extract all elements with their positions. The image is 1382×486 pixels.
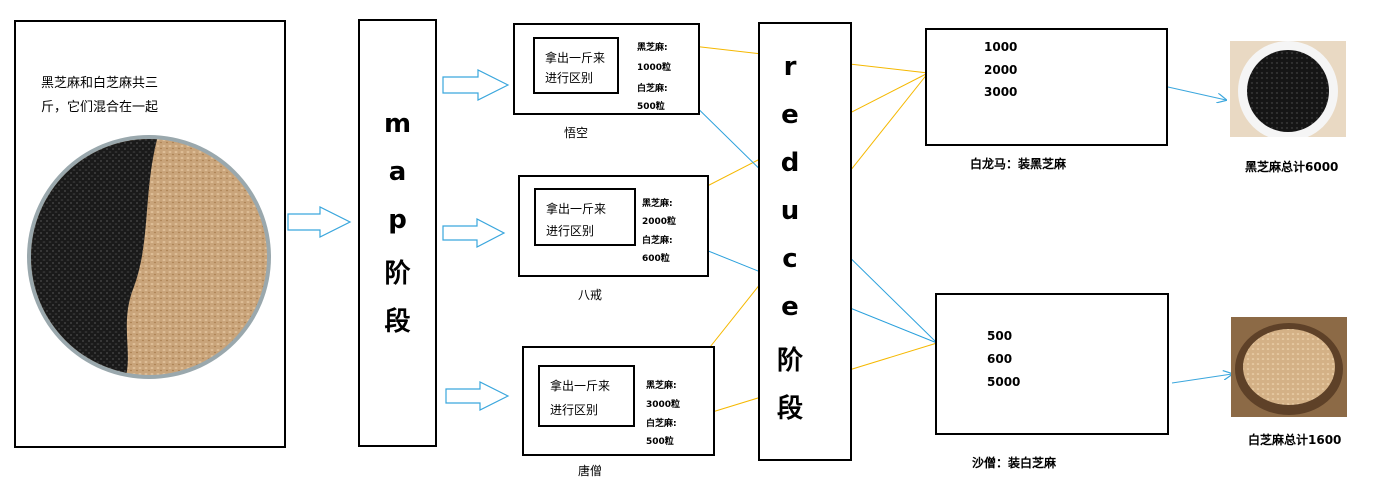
black-sesame-label: 黑芝麻: xyxy=(646,381,677,391)
mapper-box: 拿出一斤来 进行区别 黑芝麻: 2000粒 白芝麻: 600粒 xyxy=(518,175,709,277)
mapper-worker-name: 八戒 xyxy=(578,288,603,302)
mapper-box: 拿出一斤来 进行区别 黑芝麻: 3000粒 白芝麻: 500粒 xyxy=(522,346,715,456)
reduce-stage-char: r xyxy=(783,52,797,82)
white-sesame-count: 500粒 xyxy=(646,437,674,447)
reducer-value: 1000 xyxy=(984,40,1018,54)
result-arrow xyxy=(1171,374,1232,384)
white-sesame-label: 白芝麻: xyxy=(642,236,673,246)
mapper-task-line1: 拿出一斤来 xyxy=(546,202,607,216)
reducer-value: 2000 xyxy=(984,63,1018,77)
mixed-sesame-bowl-image xyxy=(27,135,271,379)
map-stage-char: m xyxy=(383,109,412,139)
reducer-value: 3000 xyxy=(984,85,1018,99)
black-sesame-count: 1000粒 xyxy=(637,63,672,73)
map-stage-char: 阶 xyxy=(384,259,411,289)
result-arrow xyxy=(1167,86,1226,100)
white-sesame-count: 600粒 xyxy=(642,254,670,264)
block-arrow xyxy=(287,206,352,238)
mapper-task-line1: 拿出一斤来 xyxy=(550,379,611,393)
map-stage-char: 段 xyxy=(384,307,411,337)
reduce-stage-column: r e d u c e 阶 段 xyxy=(758,22,852,461)
mapper-task-box: 拿出一斤来 进行区别 xyxy=(533,37,619,94)
block-arrow xyxy=(445,381,510,411)
reduce-stage-char: d xyxy=(780,148,800,178)
black-sesame-bowl-image xyxy=(1230,41,1346,137)
mapper-worker-name: 悟空 xyxy=(564,126,589,140)
reduce-stage-char: 阶 xyxy=(776,346,803,376)
input-caption-line1: 黑芝麻和白芝麻共三 xyxy=(41,76,159,91)
mapper-task-line2: 进行区别 xyxy=(546,224,595,238)
mapper-task-line2: 进行区别 xyxy=(545,71,594,85)
mapper-worker-name: 唐僧 xyxy=(578,464,603,478)
reducer-value: 5000 xyxy=(987,375,1021,389)
mapper-task-box: 拿出一斤来 进行区别 xyxy=(538,365,635,427)
reduce-stage-char: 段 xyxy=(776,394,803,424)
reducer-caption: 沙僧：装白芝麻 xyxy=(972,456,1057,470)
mapper-task-box: 拿出一斤来 进行区别 xyxy=(534,188,636,246)
reduce-stage-char: u xyxy=(780,196,800,226)
reduce-stage-char: c xyxy=(782,244,798,274)
white-sesame-count: 500粒 xyxy=(637,102,665,112)
black-sesame-count: 3000粒 xyxy=(646,400,681,410)
reducer-caption: 白龙马：装黑芝麻 xyxy=(970,157,1067,171)
white-sesame-label: 白芝麻: xyxy=(637,84,668,94)
map-stage-char: a xyxy=(388,157,407,187)
reduce-stage-char: e xyxy=(781,100,799,130)
mapper-box: 拿出一斤来 进行区别 黑芝麻: 1000粒 白芝麻: 500粒 xyxy=(513,23,700,115)
black-sesame-label: 黑芝麻: xyxy=(637,43,668,53)
mapper-task-line2: 进行区别 xyxy=(550,403,599,417)
reducer-value: 500 xyxy=(987,329,1013,343)
reducer-box: 1000 2000 3000 xyxy=(925,28,1168,146)
map-stage-char: p xyxy=(388,205,407,235)
block-arrow xyxy=(442,218,506,248)
white-sesame-bowl-image xyxy=(1231,317,1347,417)
input-caption-line2: 斤，它们混合在一起 xyxy=(41,100,159,115)
reducer-value: 600 xyxy=(987,352,1013,366)
reduce-stage-char: e xyxy=(781,292,799,322)
black-sesame-count: 2000粒 xyxy=(642,217,677,227)
map-stage-column: m a p 阶 段 xyxy=(358,19,437,447)
result-caption: 白芝麻总计1600 xyxy=(1248,433,1342,447)
black-sesame-label: 黑芝麻: xyxy=(642,199,673,209)
reducer-box: 500 600 5000 xyxy=(935,293,1169,435)
result-caption: 黑芝麻总计6000 xyxy=(1245,160,1339,174)
input-panel: 黑芝麻和白芝麻共三 斤，它们混合在一起 xyxy=(14,20,286,448)
block-arrow xyxy=(442,69,510,101)
white-sesame-label: 白芝麻: xyxy=(646,419,677,429)
mapper-task-line1: 拿出一斤来 xyxy=(545,51,606,65)
